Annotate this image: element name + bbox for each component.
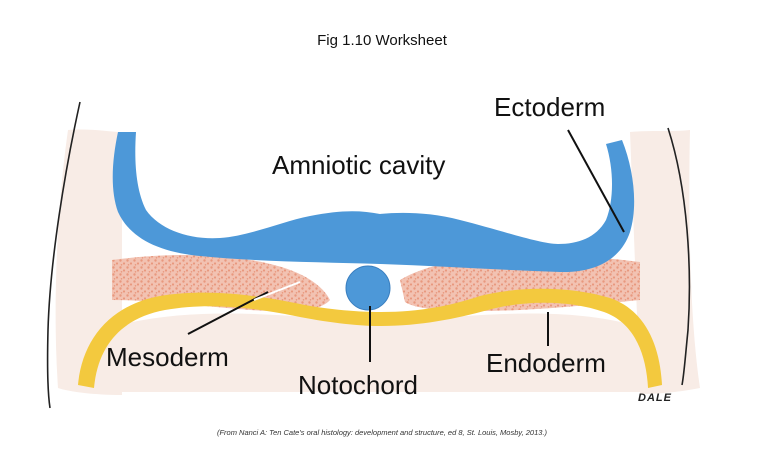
figure-title: Fig 1.10 Worksheet (317, 32, 447, 49)
right-boundary-line (667, 127, 691, 386)
ectoderm-pointer-line (567, 129, 625, 233)
label-mesoderm: Mesoderm (106, 342, 229, 372)
artist-signature: DALE (638, 392, 672, 404)
label-amniotic-cavity: Amniotic cavity (272, 150, 446, 180)
left-boundary-line (46, 101, 81, 409)
label-notochord: Notochord (298, 370, 418, 400)
ectoderm-layer (112, 132, 635, 273)
source-caption: (From Nanci A: Ten Cate's oral histology… (216, 428, 548, 437)
background-tissue-bottom (95, 313, 655, 392)
label-endoderm: Endoderm (486, 348, 606, 378)
endoderm-layer (78, 288, 662, 388)
label-ectoderm: Ectoderm (494, 92, 606, 122)
notochord-circle (345, 265, 391, 311)
mesoderm-pointer-line-white (253, 281, 301, 301)
